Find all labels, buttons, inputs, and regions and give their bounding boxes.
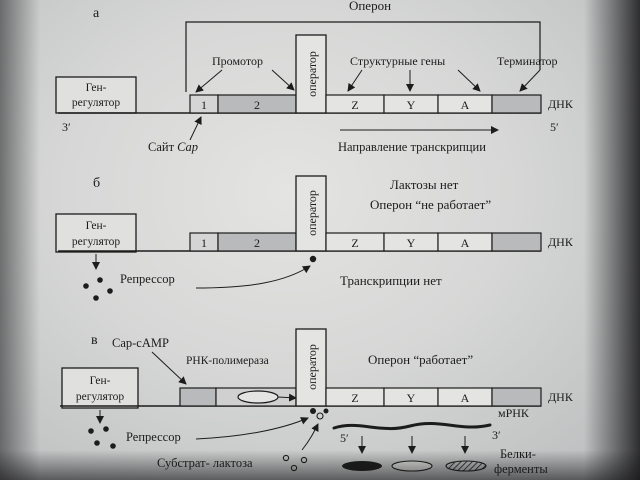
cap-site-arrow xyxy=(189,116,202,141)
terminator-label: Терминатор xyxy=(497,54,558,68)
cap-site-label: Сайт Cap xyxy=(148,140,198,154)
protein-y xyxy=(391,460,433,472)
gene-regulator-box xyxy=(55,213,137,253)
repressor-dot xyxy=(88,428,94,434)
no-lactose-label: Лактозы нет xyxy=(390,177,459,192)
bound-repressor xyxy=(309,255,317,263)
gene-regulator-label-line1: Ген- xyxy=(86,220,107,232)
gene-y-label: Y xyxy=(407,98,416,112)
structural-arrow-a xyxy=(457,69,481,92)
transcription-direction-label: Направление транскрипции xyxy=(338,140,486,154)
operon-not-working-label: Оперон “не работает” xyxy=(370,197,491,212)
panel-v-letter: в xyxy=(91,333,98,348)
gene-regulator-label-line2: регулятор xyxy=(72,97,120,109)
gene-regulator-box xyxy=(61,367,139,409)
gene-y-label: Y xyxy=(407,391,416,405)
repressor-binding-arrow xyxy=(195,417,309,440)
promoter-arrow-right xyxy=(271,69,295,91)
operator-label: оператор xyxy=(305,51,319,97)
repressor-dot xyxy=(94,440,100,446)
lactose-binding-arrow xyxy=(301,423,319,451)
mrna-strand xyxy=(332,421,492,431)
panel-b-letter: б xyxy=(93,176,100,191)
proteins-label-line1: Белки- xyxy=(500,447,536,461)
repressor-binding-arrow xyxy=(195,265,311,289)
terminator-segment xyxy=(491,232,542,252)
panel-v: в Cap-cAMP РНК-полимераза Ген- регулятор… xyxy=(60,328,574,476)
structural-genes-label: Структурные гены xyxy=(350,54,445,68)
rna-polymerase xyxy=(237,390,279,404)
no-transcription-label: Транскрипции нет xyxy=(340,273,442,288)
promoter-arrow-left xyxy=(195,69,223,93)
end-3-prime: 3′ xyxy=(62,120,71,134)
terminator-arrow xyxy=(519,69,541,92)
gene-a-label: A xyxy=(461,391,470,405)
gene-y-label: Y xyxy=(407,236,416,250)
operator-box xyxy=(295,34,327,114)
mrna-label: мРНК xyxy=(498,406,530,420)
gene-a-label: A xyxy=(461,236,470,250)
end-5-prime: 5′ xyxy=(550,120,559,134)
operator-label: оператор xyxy=(305,344,319,390)
proteins-label-line2: ферменты xyxy=(494,462,548,476)
lactose-molecule xyxy=(300,456,308,464)
repressor-dot xyxy=(103,426,109,432)
gene-regulator-label-line1: Ген- xyxy=(90,375,111,387)
inactive-repressor xyxy=(310,408,316,414)
promoter-label: Промотор xyxy=(212,54,263,68)
panel-b: б Ген- регулятор 1 2 оператор Z Y A ДНК … xyxy=(55,175,574,301)
rna-polymerase-arrow xyxy=(277,393,297,402)
dna-label: ДНК xyxy=(548,235,574,249)
operator-label: оператор xyxy=(305,190,319,236)
gene-z-label: Z xyxy=(351,391,358,405)
segment-1-label: 1 xyxy=(201,236,207,250)
repressor-dot xyxy=(83,283,89,289)
operator-box xyxy=(295,328,327,407)
gene-z-label: Z xyxy=(351,98,358,112)
repressor-dot xyxy=(97,277,103,283)
dna-label: ДНК xyxy=(548,97,574,111)
operator-box xyxy=(295,175,327,252)
repressor-dot xyxy=(107,288,113,294)
cap-camp-label: Cap-cAMP xyxy=(112,336,169,350)
panel-a-letter: а xyxy=(93,6,100,21)
mrna-5-prime: 5′ xyxy=(340,431,349,445)
terminator-segment xyxy=(491,94,542,114)
gene-z-label: Z xyxy=(351,236,358,250)
segment-2-label: 2 xyxy=(254,236,260,250)
rna-polymerase-label: РНК-полимераза xyxy=(186,355,269,367)
panel-a: а Оперон Ген- регулятор 1 2 оператор Z Y… xyxy=(55,0,574,154)
dna-label: ДНК xyxy=(548,390,574,404)
lactose-molecule xyxy=(290,464,298,472)
protein-z xyxy=(342,461,382,471)
repressor-label: Репрессор xyxy=(120,272,175,286)
cap-site-segment xyxy=(179,387,217,407)
lactose-molecule xyxy=(282,454,290,462)
operon-bracket xyxy=(185,21,541,92)
gene-regulator-label-line1: Ген- xyxy=(86,82,107,94)
repressor-dot xyxy=(93,295,99,301)
bound-lactose xyxy=(316,412,324,420)
gene-a-label: A xyxy=(461,98,470,112)
operon-label: Оперон xyxy=(349,0,391,13)
substrate-label: Субстрат- лактоза xyxy=(157,456,253,470)
repressor-label: Репрессор xyxy=(126,430,181,444)
terminator-segment xyxy=(491,387,542,407)
inactive-repressor xyxy=(323,408,329,414)
structural-arrow-z xyxy=(347,69,363,92)
mrna-3-prime: 3′ xyxy=(492,428,501,442)
protein-a xyxy=(445,460,487,472)
segment-1-label: 1 xyxy=(201,98,207,112)
gene-regulator-label-line2: регулятор xyxy=(76,391,124,403)
gene-regulator-label-line2: регулятор xyxy=(72,236,120,248)
segment-2-label: 2 xyxy=(254,98,260,112)
cap-camp-arrow xyxy=(151,351,187,385)
repressor-dot xyxy=(110,443,116,449)
operon-working-label: Оперон “работает” xyxy=(368,352,473,367)
